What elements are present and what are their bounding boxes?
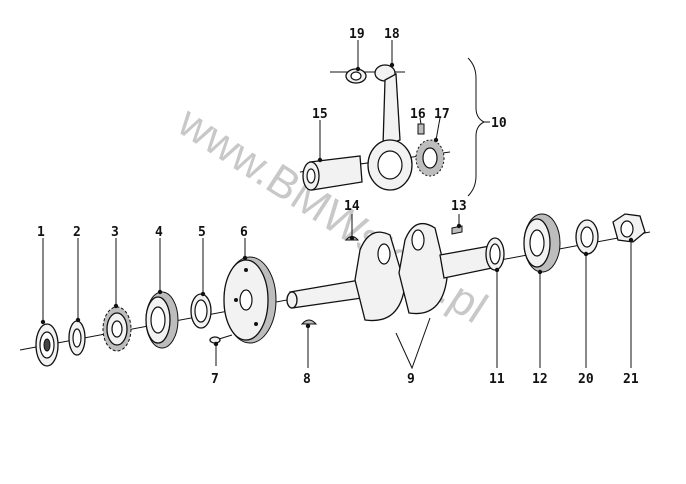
part-1-bearing bbox=[35, 323, 59, 367]
leader-dots bbox=[40, 62, 634, 347]
label-part-20: 20 bbox=[578, 372, 594, 387]
leader-lines bbox=[42, 40, 632, 368]
part-20-lock-ring bbox=[575, 219, 599, 255]
part-19-bushing bbox=[345, 68, 367, 84]
part-6-disc bbox=[223, 256, 277, 344]
label-part-16: 16 bbox=[410, 107, 426, 122]
label-part-21: 21 bbox=[623, 372, 639, 387]
part-17-needle-bearing bbox=[415, 139, 445, 177]
part-16-pin bbox=[417, 123, 425, 135]
label-part-1: 1 bbox=[37, 225, 45, 240]
part-18-connecting-rod bbox=[367, 64, 413, 191]
label-part-7: 7 bbox=[211, 372, 219, 387]
part-8-woodruff-key bbox=[300, 319, 318, 325]
group-10-bracket bbox=[467, 57, 486, 197]
label-part-18: 18 bbox=[384, 27, 400, 42]
part-9-crankshaft bbox=[286, 222, 493, 370]
part-11-ring bbox=[485, 237, 505, 271]
label-part-4: 4 bbox=[155, 225, 163, 240]
label-part-11: 11 bbox=[489, 372, 505, 387]
label-part-5: 5 bbox=[198, 225, 206, 240]
part-2-lock-washer bbox=[68, 320, 86, 356]
label-part-15: 15 bbox=[312, 107, 328, 122]
part-15-crankpin bbox=[302, 155, 363, 191]
label-part-3: 3 bbox=[111, 225, 119, 240]
part-21-nut bbox=[612, 213, 646, 243]
label-part-13: 13 bbox=[451, 199, 467, 214]
part-4-bearing bbox=[145, 291, 179, 349]
part-12-bearing bbox=[523, 213, 561, 273]
label-part-2: 2 bbox=[73, 225, 81, 240]
label-part-12: 12 bbox=[532, 372, 548, 387]
part-5-ring bbox=[190, 293, 212, 329]
label-part-6: 6 bbox=[240, 225, 248, 240]
part-7-screw bbox=[209, 334, 233, 344]
label-part-14: 14 bbox=[344, 199, 360, 214]
part-3-gear bbox=[102, 306, 132, 352]
label-part-19: 19 bbox=[349, 27, 365, 42]
label-part-10: 10 bbox=[491, 116, 507, 131]
label-part-8: 8 bbox=[303, 372, 311, 387]
label-part-9: 9 bbox=[407, 372, 415, 387]
label-part-17: 17 bbox=[434, 107, 450, 122]
